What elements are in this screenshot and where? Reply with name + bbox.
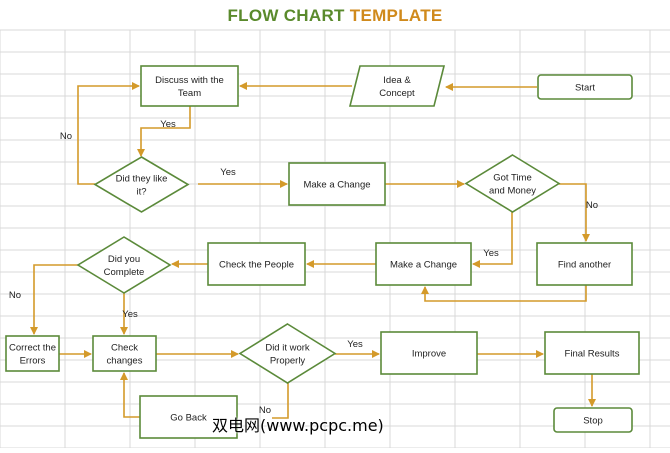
decision-shape	[93, 156, 190, 213]
node-label: Did it work	[265, 343, 310, 354]
node-label: Did you	[108, 254, 140, 265]
node-label: Make a Change	[303, 180, 370, 191]
node-label: it?	[136, 187, 146, 198]
node-label: Got Time	[493, 173, 532, 184]
node-check-people: Check the People	[207, 242, 306, 286]
decision-shape	[238, 323, 337, 384]
node-make-change-1: Make a Change	[288, 162, 386, 206]
node-label: Properly	[270, 356, 306, 367]
edge-label-yes-complete: Yes	[122, 309, 138, 320]
input-shape	[348, 65, 446, 107]
edge-label-yes-time: Yes	[483, 248, 499, 259]
discuss-to-like-arrow	[137, 106, 191, 157]
edge-label-no-discuss: No	[60, 131, 72, 142]
goback-to-check-arrow	[120, 372, 140, 418]
node-label: Idea &	[383, 75, 411, 86]
node-label: changes	[107, 356, 143, 367]
node-stop: Stop	[553, 407, 633, 433]
complete-no-arrow	[30, 264, 78, 335]
time-no-arrow	[559, 183, 590, 242]
edge-label-no-time: No	[586, 200, 598, 211]
edge-label-yes-like: Yes	[220, 167, 236, 178]
node-label: Make a Change	[390, 260, 457, 271]
node-label: Team	[178, 88, 201, 99]
node-label: Find another	[558, 260, 611, 271]
title-part-2: TEMPLATE	[349, 6, 443, 25]
node-make-change-2: Make a Change	[375, 242, 472, 286]
node-label: Did they like	[116, 174, 168, 185]
node-go-back: Go Back	[139, 395, 238, 439]
like-no-loop-arrow	[77, 82, 140, 185]
node-label: Go Back	[170, 413, 207, 424]
work-no-arrow	[272, 383, 289, 419]
node-shape	[380, 331, 478, 375]
node-label: Check	[111, 343, 138, 354]
node-find-another: Find another	[536, 242, 633, 286]
node-start: Start	[537, 74, 633, 100]
node-got-time: Got Time and Money	[464, 154, 561, 213]
node-label: Errors	[20, 356, 46, 367]
node-label: Discuss with the	[155, 75, 224, 86]
node-shape	[537, 74, 633, 100]
node-label: Check the People	[219, 260, 294, 271]
node-shape	[288, 162, 386, 206]
node-shape	[207, 242, 306, 286]
time-yes-arrow	[472, 212, 513, 268]
title-part-1: FLOW CHART	[227, 6, 345, 25]
node-final-results: Final Results	[544, 331, 640, 375]
node-label: and Money	[489, 186, 536, 197]
node-shape	[5, 335, 60, 372]
page-title: FLOW CHART TEMPLATE	[0, 6, 670, 26]
node-label: Start	[575, 83, 595, 94]
edge-label-yes-discuss: Yes	[160, 119, 176, 130]
node-label: Complete	[104, 267, 145, 278]
edge-label-no-work: No	[259, 405, 271, 416]
node-did-like: Did they like it?	[93, 156, 190, 213]
node-idea: Idea & Concept	[348, 65, 446, 107]
find-to-change-arrow	[421, 285, 587, 302]
node-check-changes: Check changes	[92, 335, 157, 372]
node-label: Correct the	[9, 343, 56, 354]
watermark: 双电网(www.pcpc.me)	[212, 416, 384, 435]
node-shape	[375, 242, 472, 286]
connectors	[30, 82, 596, 419]
node-shape	[536, 242, 633, 286]
node-shape	[139, 395, 238, 439]
edge-label-yes-work: Yes	[347, 339, 363, 350]
node-shape	[92, 335, 157, 372]
decision-shape	[76, 236, 172, 294]
node-shape	[544, 331, 640, 375]
node-label: Final Results	[565, 349, 620, 360]
edge-label-no-complete: No	[9, 290, 21, 301]
node-improve: Improve	[380, 331, 478, 375]
node-label: Concept	[379, 88, 415, 99]
node-label: Improve	[412, 349, 446, 360]
node-shape	[140, 65, 239, 107]
node-label: Stop	[583, 416, 603, 427]
decision-shape	[464, 154, 561, 213]
node-shape	[553, 407, 633, 433]
